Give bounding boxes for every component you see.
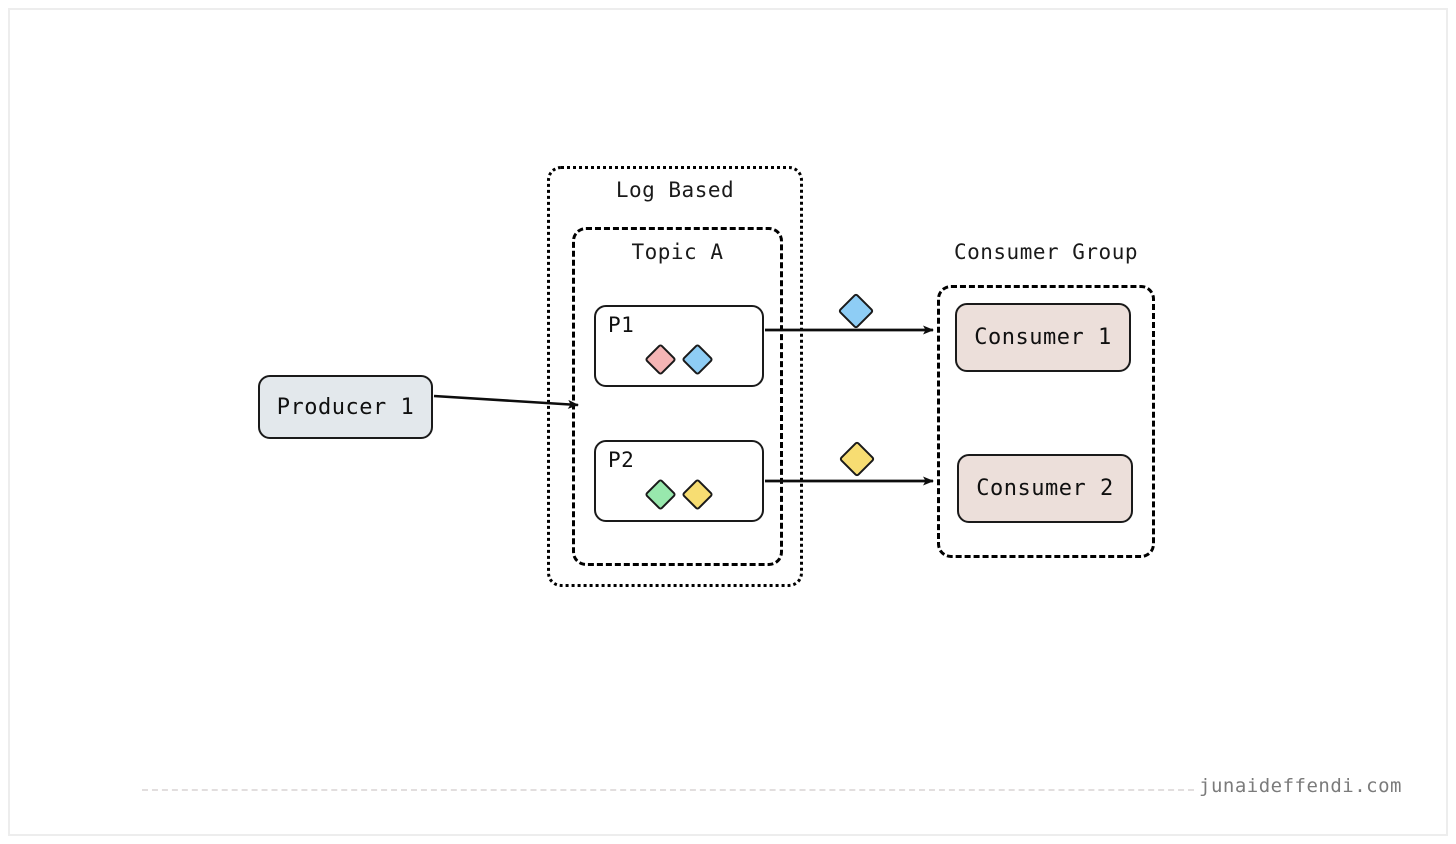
- consumer-2-label: Consumer 2: [976, 476, 1114, 501]
- partition-p1-label: P1: [608, 313, 635, 337]
- watermark-text: junaideffendi.com: [1199, 775, 1402, 797]
- producer-label: Producer 1: [276, 394, 415, 420]
- consumer-1-label: Consumer 1: [974, 325, 1112, 350]
- partition-p2-messages: [596, 478, 762, 511]
- message-yellow-icon: [681, 478, 714, 511]
- page-frame: [8, 8, 1448, 836]
- producer-node[interactable]: Producer 1: [258, 375, 433, 439]
- message-yellow-icon: [838, 440, 876, 478]
- consumer-group-container[interactable]: [937, 285, 1155, 558]
- footer-divider: [142, 789, 1194, 791]
- topic-label: Topic A: [631, 240, 724, 264]
- message-green-icon: [644, 478, 677, 511]
- consumer-1-node[interactable]: Consumer 1: [955, 303, 1131, 372]
- inflight-message-yellow: [838, 440, 876, 478]
- message-pink-icon: [644, 343, 677, 376]
- partition-p2-label: P2: [608, 448, 635, 472]
- partition-p1-messages: [596, 343, 762, 376]
- partition-p2[interactable]: P2: [594, 440, 764, 522]
- consumer-group-label: Consumer Group: [953, 240, 1138, 264]
- log-based-label: Log Based: [615, 178, 735, 202]
- message-blue-icon: [837, 292, 875, 330]
- partition-p1[interactable]: P1: [594, 305, 764, 387]
- inflight-message-blue: [837, 292, 875, 330]
- consumer-2-node[interactable]: Consumer 2: [957, 454, 1133, 523]
- log-based-container[interactable]: Log Based: [547, 166, 803, 587]
- message-blue-icon: [681, 343, 714, 376]
